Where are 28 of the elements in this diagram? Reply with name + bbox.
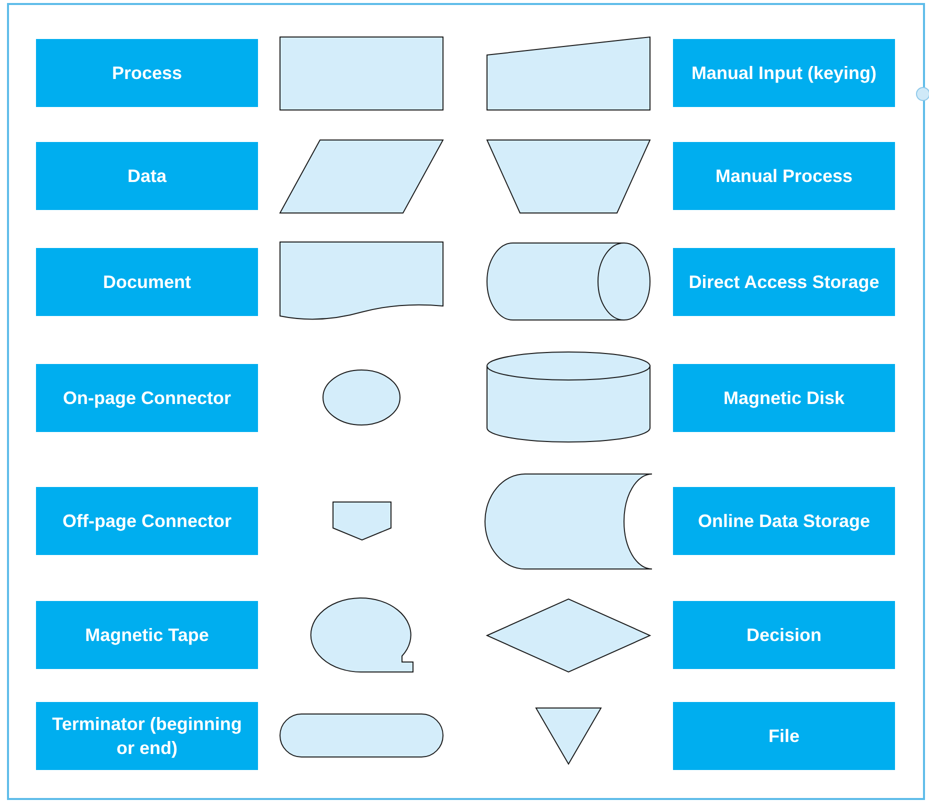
symbol-label: Document [36,248,258,316]
file-triangle [536,708,601,764]
symbol-label: File [673,702,895,770]
symbol-label: Data [36,142,258,210]
symbol-label: Terminator (beginning or end) [36,702,258,770]
off-page-symbol [333,502,391,540]
process-symbol [280,37,443,110]
symbol-label: Magnetic Disk [673,364,895,432]
symbol-label: Process [36,39,258,107]
symbol-label: Off-page Connector [36,487,258,555]
document-symbol [280,242,443,322]
disk-symbol [487,352,650,442]
symbol-label: Magnetic Tape [36,601,258,669]
data-symbol [280,140,443,213]
tape-symbol [310,598,413,672]
direct-access-symbol [487,243,650,320]
symbol-label: Decision [673,601,895,669]
terminator-symbol [280,714,443,757]
symbol-label: On-page Connector [36,364,258,432]
symbol-label: Online Data Storage [673,487,895,555]
symbol-label: Direct Access Storage [673,248,895,316]
symbol-label: Manual Process [673,142,895,210]
decision-diamond [487,599,650,672]
manual-process-symbol [487,140,650,213]
manual-input-symbol [487,37,650,110]
online-storage-symbol [485,474,652,569]
symbol-label: Manual Input (keying) [673,39,895,107]
connector-symbol [323,370,400,425]
